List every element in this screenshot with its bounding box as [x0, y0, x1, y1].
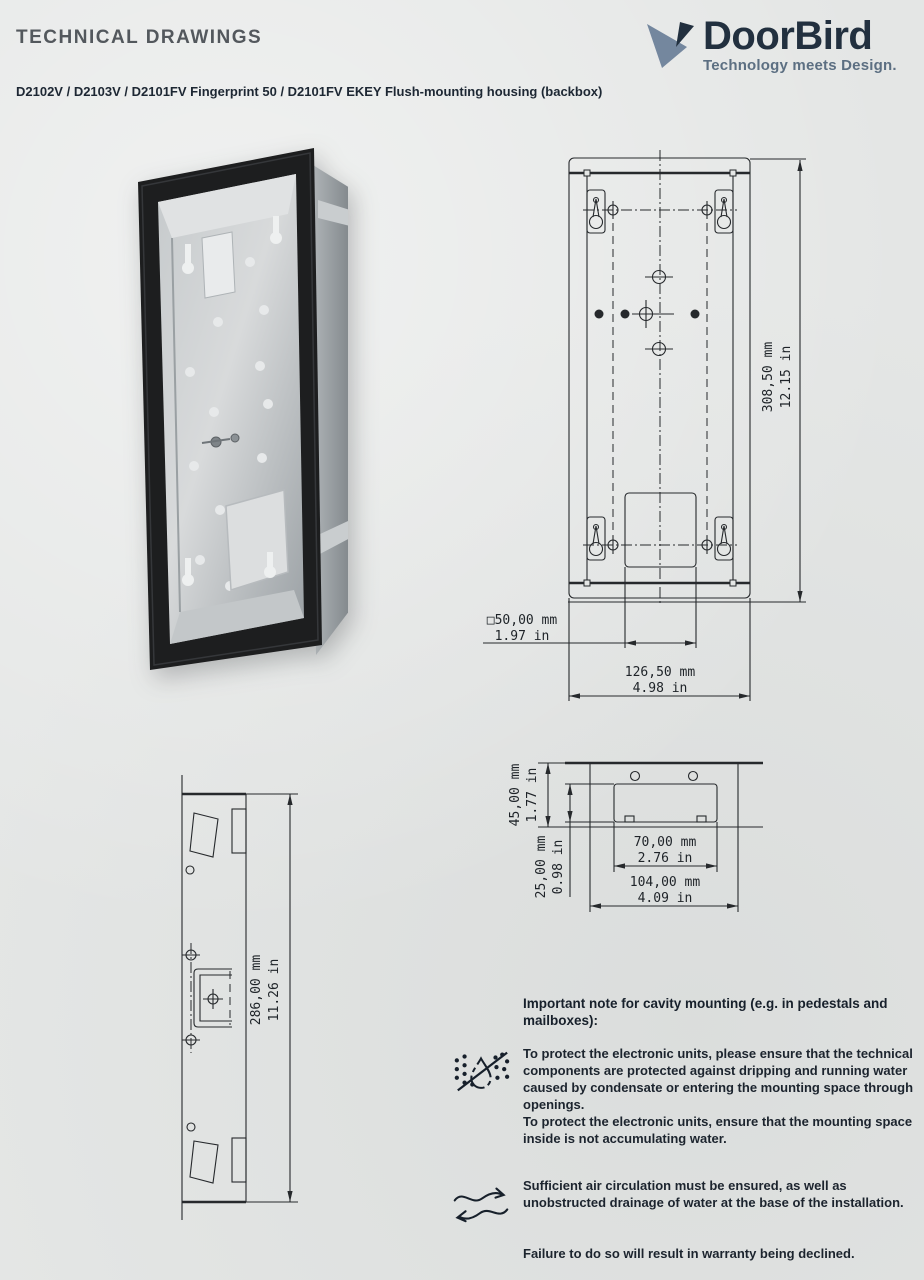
side-view-outline	[181, 775, 298, 1220]
front-view-drawing: 308,50 mm 12.15 in □50,00 mm 1.97 in 126…	[483, 150, 806, 701]
warranty-note: Failure to do so will result in warranty…	[523, 1246, 855, 1261]
air-note-row: Sufficient air circulation must be ensur…	[452, 1177, 922, 1227]
doorbird-logo: DoorBird Technology meets Design.	[647, 15, 907, 77]
side-height-dimension: 286,00 mm 11.26 in	[249, 794, 293, 1202]
top-depth-in: 1.77 in	[525, 768, 540, 823]
top-depth-dimension: 45,00 mm 1.77 in	[508, 763, 551, 827]
water-note-paragraph-1: To protect the electronic units, please …	[523, 1046, 914, 1112]
side-height-mm: 286,00 mm	[249, 955, 264, 1026]
logo-tagline: Technology meets Design.	[703, 57, 897, 74]
fixing-points	[632, 269, 674, 357]
air-note-paragraph: Sufficient air circulation must be ensur…	[523, 1178, 904, 1210]
front-height-mm: 308,50 mm	[761, 342, 776, 413]
top-inner-depth-dimension: 25,00 mm 0.98 in	[534, 783, 614, 899]
side-view-bracket	[182, 943, 232, 1053]
top-view-outline	[538, 761, 763, 828]
side-view-drawing: 286,00 mm 11.26 in	[181, 775, 298, 1220]
top-outer-width-mm: 104,00 mm	[630, 875, 701, 890]
doorbird-bird-icon	[647, 22, 694, 68]
notes-heading: Important note for cavity mounting (e.g.…	[523, 996, 888, 1028]
water-note-row: To protect the electronic units, please …	[452, 1045, 922, 1147]
cutout-dimension: □50,00 mm 1.97 in	[483, 567, 697, 648]
air-note-text: Sufficient air circulation must be ensur…	[523, 1177, 922, 1211]
top-view-drawing: 45,00 mm 1.77 in 25,00 mm 0.98 in 70,00 …	[508, 761, 763, 912]
air-circulation-icon	[453, 1187, 509, 1223]
square-cutout	[624, 492, 697, 568]
top-outer-width-dimension: 104,00 mm 4.09 in	[589, 827, 739, 912]
top-inner-depth-in: 0.98 in	[551, 840, 566, 895]
water-note-paragraph-2: To protect the electronic units, ensure …	[523, 1114, 913, 1146]
front-width-mm: 126,50 mm	[625, 665, 696, 680]
top-inner-depth-mm: 25,00 mm	[534, 836, 549, 899]
notes-section: Important note for cavity mounting (e.g.…	[452, 995, 922, 1262]
product-subtitle: D2102V / D2103V / D2101FV Fingerprint 50…	[16, 84, 603, 99]
page-title: TECHNICAL DRAWINGS	[16, 27, 263, 48]
keyhole-brackets	[586, 189, 734, 561]
front-width-dimension: 126,50 mm 4.98 in	[568, 598, 751, 701]
cutout-in: 1.97 in	[495, 629, 550, 644]
front-width-in: 4.98 in	[633, 681, 688, 696]
cutout-mm: □50,00 mm	[487, 613, 558, 628]
top-depth-mm: 45,00 mm	[508, 764, 523, 827]
side-view-cutouts	[185, 808, 247, 1184]
logo-brand-text: DoorBird	[703, 14, 873, 58]
front-height-dimension: 308,50 mm 12.15 in	[568, 158, 806, 603]
side-height-in: 11.26 in	[267, 959, 282, 1022]
top-inner-width-in: 2.76 in	[638, 851, 693, 866]
no-dripping-water-icon	[454, 1051, 510, 1092]
product-photo	[138, 148, 348, 670]
top-inner-width-dimension: 70,00 mm 2.76 in	[613, 822, 718, 872]
front-height-in: 12.15 in	[779, 346, 794, 409]
water-note-text: To protect the electronic units, please …	[523, 1045, 922, 1147]
top-inner-width-mm: 70,00 mm	[634, 835, 697, 850]
top-outer-width-in: 4.09 in	[638, 891, 693, 906]
